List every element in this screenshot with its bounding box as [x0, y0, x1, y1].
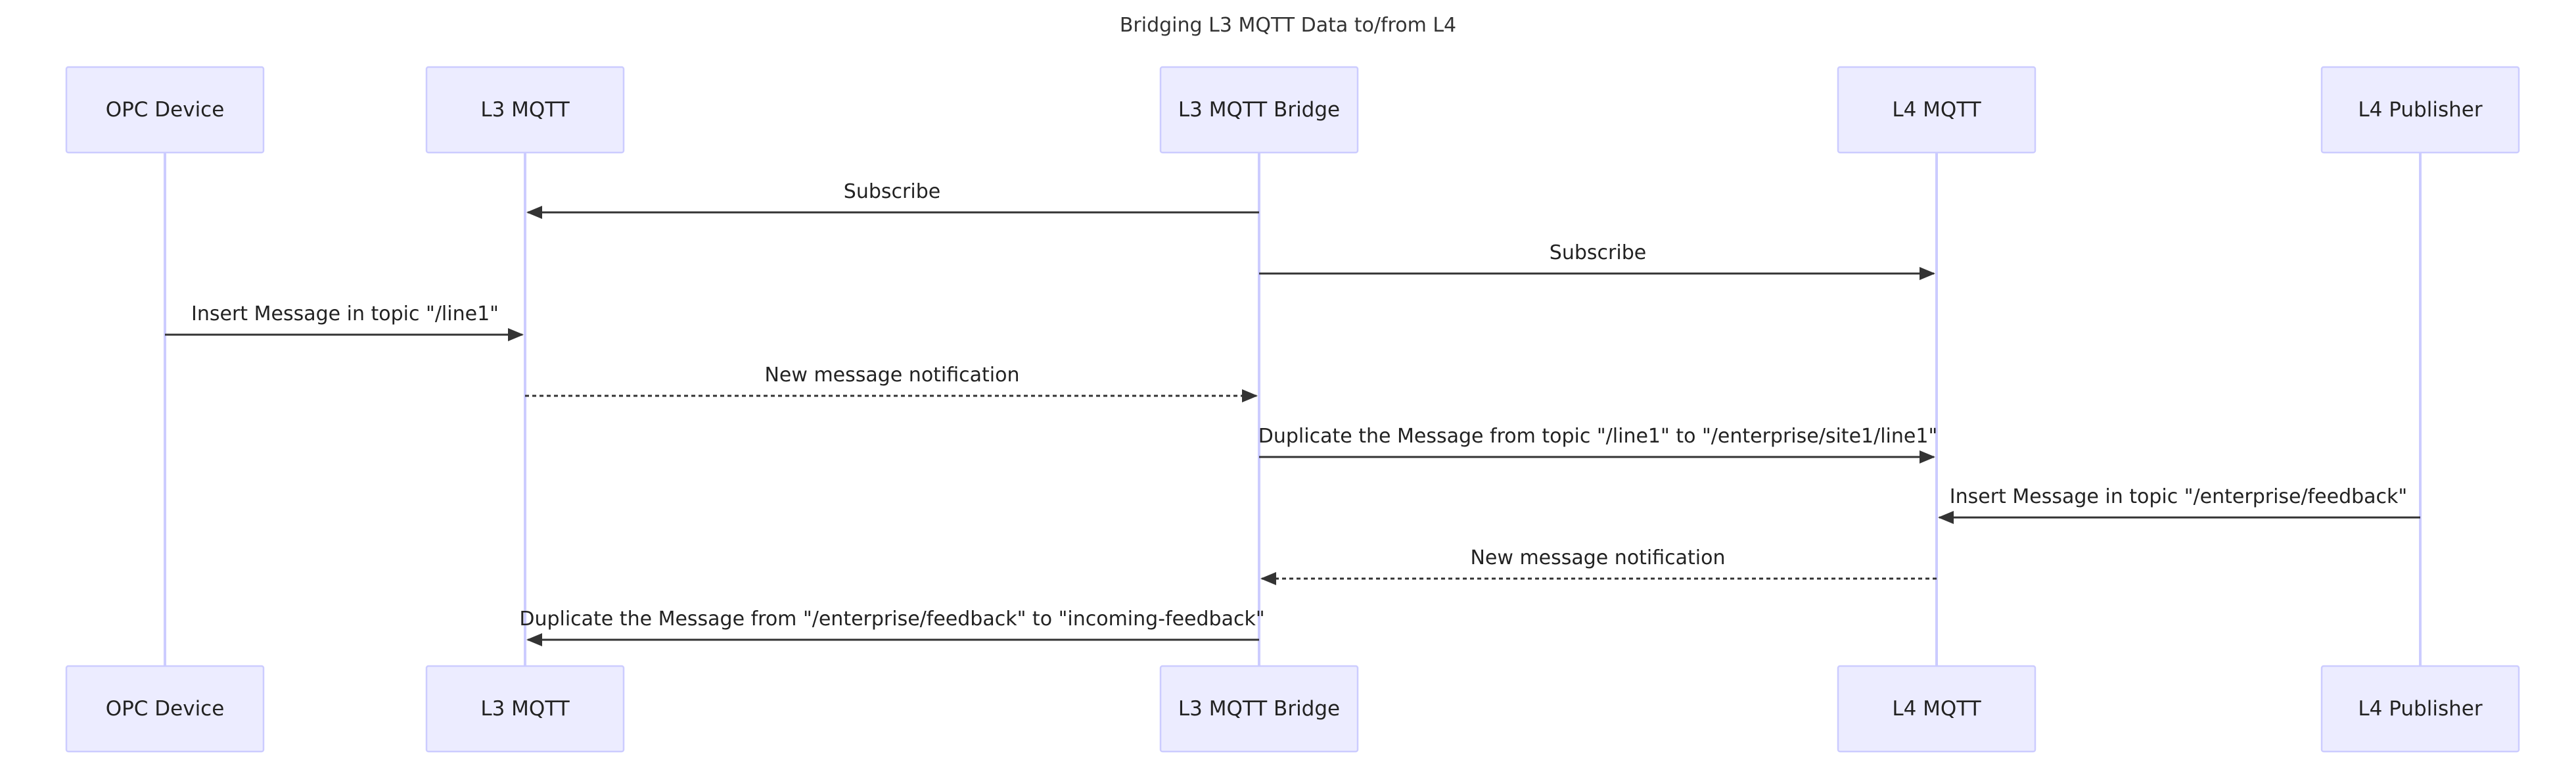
- participant-bridge-bottom: L3 MQTT Bridge: [1159, 665, 1359, 753]
- participant-l4-bottom: L4 MQTT: [1837, 665, 2036, 753]
- participant-opc-bottom: OPC Device: [65, 665, 265, 753]
- participants-bottom: OPC Device L3 MQTT L3 MQTT Bridge L4 MQTT L4…: [65, 665, 2520, 753]
- message-label: New message notification: [1470, 546, 1725, 569]
- participant-l4-top: L4 MQTT: [1837, 66, 2036, 154]
- participant-box: [65, 665, 265, 753]
- participant-pub-top: L4 Publisher: [2320, 66, 2520, 154]
- participant-label: L3 MQTT Bridge: [1178, 697, 1340, 721]
- participant-label: L4 MQTT: [1892, 98, 1981, 122]
- message-1: Subscribe: [526, 180, 1259, 219]
- participant-label: OPC Device: [106, 98, 225, 122]
- message-2: Subscribe: [1259, 241, 1935, 280]
- participant-label: L4 Publisher: [2358, 98, 2482, 122]
- participant-label: OPC Device: [106, 697, 225, 721]
- participant-box: [425, 66, 625, 154]
- participant-box: [65, 66, 265, 154]
- message-label: Insert Message in topic "/enterprise/fee…: [1950, 485, 2407, 508]
- participant-label: L3 MQTT: [480, 98, 570, 122]
- participant-l3-bottom: L3 MQTT: [425, 665, 625, 753]
- participants-top: OPC Device L3 MQTT L3 MQTT Bridge L4 MQTT L4…: [65, 66, 2520, 154]
- participant-box: [2320, 665, 2520, 753]
- participant-box: [1159, 665, 1359, 753]
- message-3: Insert Message in topic "/line1": [165, 302, 524, 341]
- message-label: Duplicate the Message from "/enterprise/…: [519, 608, 1264, 631]
- lifelines: [164, 153, 2422, 666]
- message-label: Subscribe: [1550, 241, 1646, 264]
- participant-box: [1837, 665, 2036, 753]
- participant-box: [425, 665, 625, 753]
- participant-box: [2320, 66, 2520, 154]
- message-label: New message notification: [764, 364, 1019, 387]
- participant-label: L4 MQTT: [1892, 697, 1981, 721]
- participant-opc-top: OPC Device: [65, 66, 265, 154]
- message-7: New message notification: [1260, 546, 1937, 585]
- message-6: Insert Message in topic "/enterprise/fee…: [1938, 485, 2420, 524]
- diagram-title: Bridging L3 MQTT Data to/from L4: [1120, 14, 1456, 37]
- message-4: New message notification: [525, 364, 1258, 402]
- message-8: Duplicate the Message from "/enterprise/…: [519, 608, 1265, 646]
- participant-box: [1837, 66, 2036, 154]
- participant-label: L3 MQTT Bridge: [1178, 98, 1340, 122]
- participant-pub-bottom: L4 Publisher: [2320, 665, 2520, 753]
- message-label: Duplicate the Message from topic "/line1…: [1258, 425, 1938, 448]
- participant-bridge-top: L3 MQTT Bridge: [1159, 66, 1359, 154]
- participant-box: [1159, 66, 1359, 154]
- participant-label: L4 Publisher: [2358, 697, 2482, 721]
- message-5: Duplicate the Message from topic "/line1…: [1258, 425, 1938, 464]
- participant-label: L3 MQTT: [480, 697, 570, 721]
- participant-l3-top: L3 MQTT: [425, 66, 625, 154]
- message-label: Insert Message in topic "/line1": [191, 302, 499, 325]
- message-label: Subscribe: [844, 180, 940, 203]
